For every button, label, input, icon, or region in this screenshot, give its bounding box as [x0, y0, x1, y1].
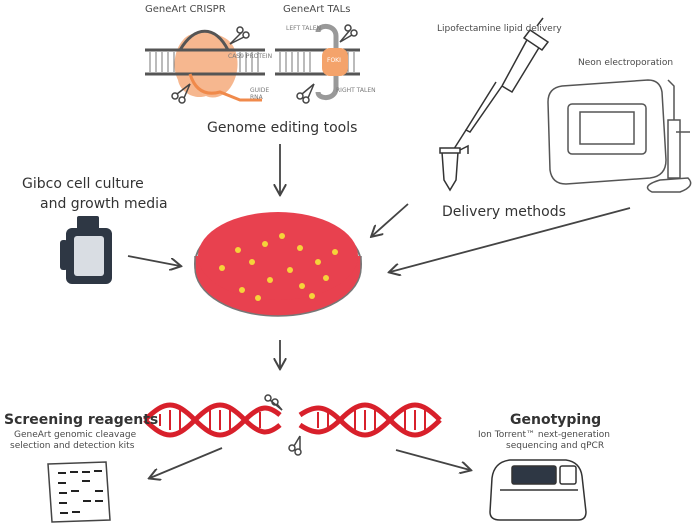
crispr-title: GeneArt CRISPR [145, 4, 226, 15]
petri-dish [194, 212, 362, 317]
media-bottle-icon [60, 216, 112, 284]
arrow-neon-to-dish [390, 207, 631, 272]
gibco-label-line2: and growth media [40, 196, 168, 212]
gibco-label-line1: Gibco cell culture [22, 176, 144, 192]
scissors-icon [264, 394, 283, 411]
gel-icon [47, 461, 111, 523]
foki-domain [322, 48, 348, 76]
talens-title: GeneArt TALs [283, 4, 351, 15]
talen-illustration [275, 24, 360, 104]
dna-helix-right [298, 402, 442, 438]
genome-editing-tools-label: Genome editing tools [207, 120, 358, 136]
arrow-media-to-dish [127, 255, 180, 266]
left-talen-label: LEFT TALEN [286, 25, 321, 32]
sequencer-icon [489, 459, 587, 521]
genotyping-desc-line2: sequencing and qPCR [506, 441, 605, 451]
colony-dots [219, 233, 338, 301]
neon-device-icon [547, 79, 692, 193]
genotyping-desc-line1: Ion Torrent™ next-generation [478, 430, 611, 440]
scissors-icon [339, 24, 358, 43]
lipofectamine-label: Lipofectamine lipid delivery [437, 24, 562, 34]
arrows [127, 144, 631, 478]
arrow-dna-to-genotyping [395, 449, 470, 470]
screening-reagents-title: Screening reagents [4, 412, 159, 428]
cas9-protein-label: CAS9 PROTEIN [228, 53, 273, 60]
crispr-illustration [145, 26, 265, 104]
guide-rna-strand [188, 73, 262, 102]
arrow-pipette-to-dish [372, 203, 409, 236]
scissors-icon [171, 83, 191, 104]
arrow-dna-to-screening [150, 447, 223, 478]
right-talen-label: RIGHT TALEN [336, 87, 376, 94]
scissors-icon [296, 83, 315, 104]
scissors-icon [229, 26, 250, 45]
neon-label: Neon electroporation [578, 58, 674, 68]
pipette-icon [439, 17, 550, 192]
screening-desc-line1: GeneArt genomic cleavage [14, 430, 137, 440]
delivery-methods-label: Delivery methods [442, 204, 566, 220]
guide-rna-label-1: GUIDE [250, 87, 270, 94]
foki-label: FOKI [327, 57, 341, 64]
scissors-icon [288, 435, 302, 456]
screening-desc-line2: selection and detection kits [10, 441, 135, 451]
dna-helix-left [143, 402, 282, 438]
genotyping-title: Genotyping [510, 412, 602, 428]
guide-rna-label-2: RNA [250, 94, 263, 101]
